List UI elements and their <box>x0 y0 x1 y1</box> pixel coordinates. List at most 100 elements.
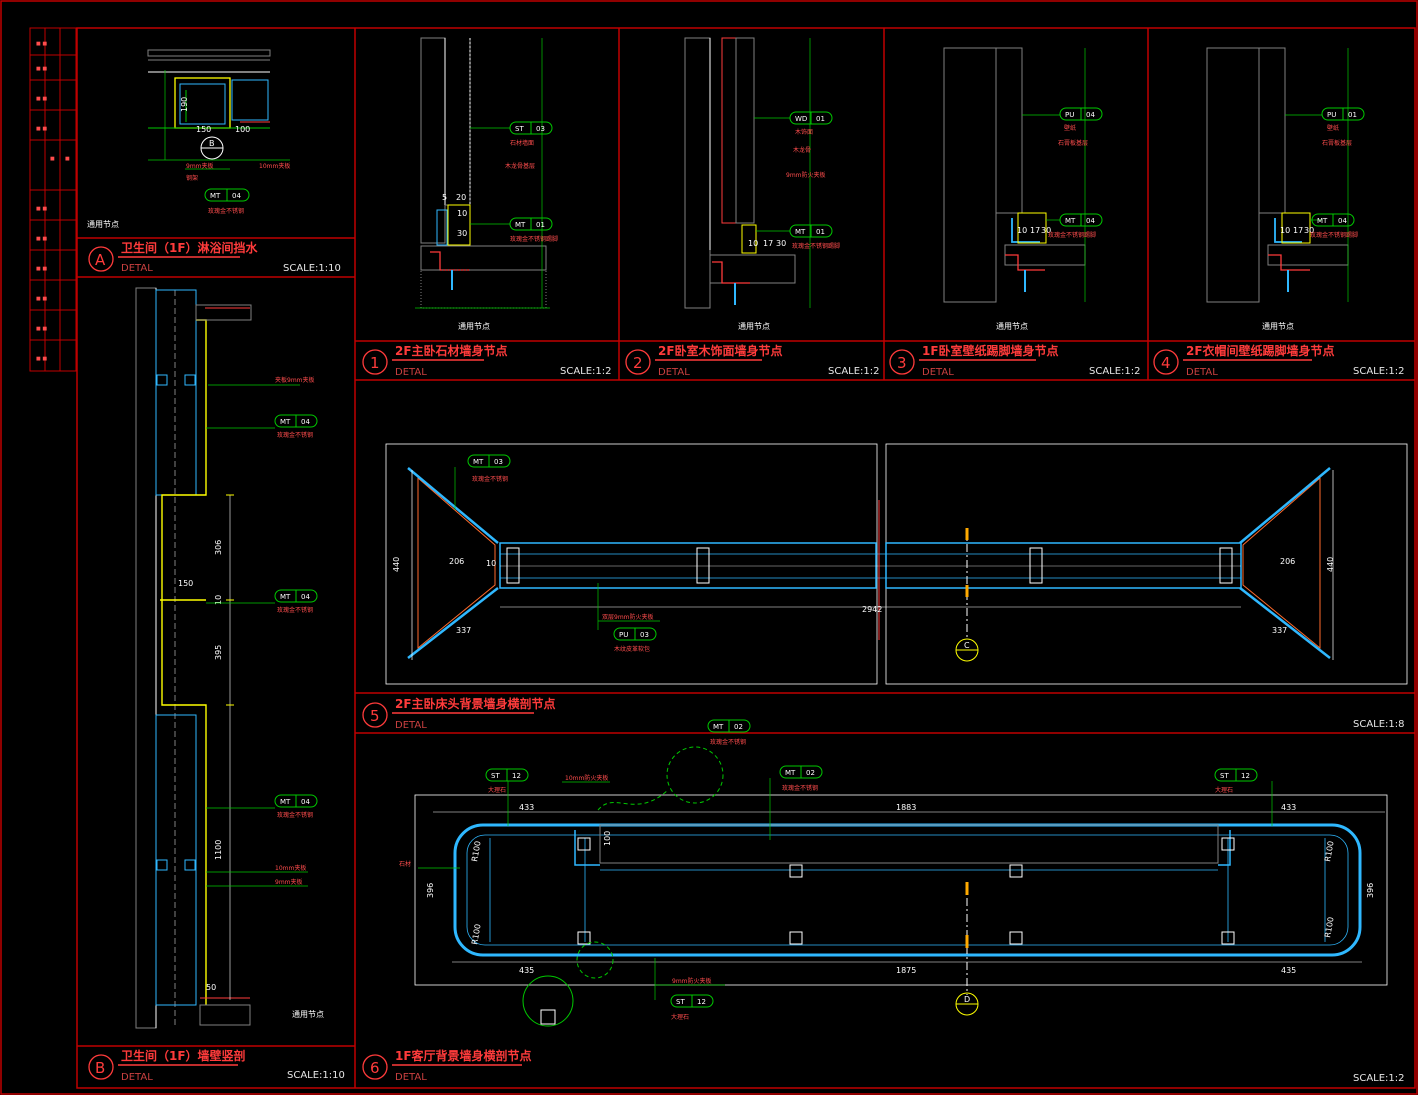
detail-label: DETAL <box>1186 367 1218 378</box>
svg-text:PU: PU <box>1065 111 1074 119</box>
title-block-6: 6 1F客厅背景墙身横剖节点 DETAL SCALE:1:2 <box>362 1048 1405 1084</box>
dimension-label: 337 <box>1272 626 1287 635</box>
svg-text:04: 04 <box>1086 111 1095 119</box>
dimension-label: 433 <box>1281 803 1296 812</box>
dimension-label: 2942 <box>862 605 882 614</box>
material-tag: MT 04 <box>274 794 318 808</box>
svg-text:■ ■: ■ ■ <box>36 356 47 362</box>
svg-text:MT: MT <box>280 798 291 806</box>
general-node-label: 通用节点 <box>292 1009 324 1019</box>
annotation-note: 石材 <box>399 860 411 868</box>
material-tag: PU 04 <box>1059 107 1103 121</box>
annotation-note: 木饰面 <box>795 128 813 136</box>
svg-text:01: 01 <box>816 115 825 123</box>
dimension-label: 396 <box>426 883 435 898</box>
svg-text:01: 01 <box>536 221 545 229</box>
dimension-label: R100 <box>470 923 482 945</box>
detail-scale: SCALE:1:10 <box>287 1070 345 1081</box>
annotation-note: 大理石 <box>488 786 506 794</box>
annotation-note: 9mm夹板 <box>186 162 214 170</box>
general-node-label: 通用节点 <box>87 219 119 229</box>
dimension-label: 10 <box>214 595 223 605</box>
detail-title: 卫生间（1F）墙壁竖剖 <box>121 1048 246 1063</box>
dimension-label: 50 <box>206 983 216 992</box>
svg-text:12: 12 <box>512 772 521 780</box>
general-node-label: 通用节点 <box>458 321 490 331</box>
dimension-label: 306 <box>214 540 223 555</box>
svg-text:MT: MT <box>1065 217 1076 225</box>
dimension-label: 17 <box>763 239 773 248</box>
svg-text:MT: MT <box>515 221 526 229</box>
detail-label: DETAL <box>658 367 690 378</box>
dimension-label: 30 <box>457 229 467 238</box>
dimension-label: 435 <box>1281 966 1296 975</box>
detail-title: 1F客厅背景墙身横剖节点 <box>395 1048 532 1063</box>
general-node-label: 通用节点 <box>996 321 1028 331</box>
title-block-4: 4 2F衣帽间壁纸踢脚墙身节点 DETAL SCALE:1:2 <box>1153 343 1405 378</box>
svg-text:03: 03 <box>640 631 649 639</box>
annotation-note: 玫瑰金不锈钢 <box>277 431 313 439</box>
detail-2-drawing: 10 17 30 WD 01 木饰面 木龙骨 9mm防火夹板 MT 01 玫瑰金… <box>684 37 840 309</box>
material-tag: MT 02 <box>779 765 823 779</box>
annotation-note: 9mm防火夹板 <box>672 977 712 985</box>
material-tag: MT 04 <box>1311 213 1355 227</box>
dimension-label: 1100 <box>214 840 223 860</box>
material-tag: MT 04 <box>204 188 250 202</box>
annotation-note: 玫瑰金不锈钢 <box>208 207 244 215</box>
general-node-label: 通用节点 <box>1262 321 1294 331</box>
dimension-label: 1883 <box>896 803 916 812</box>
detail-number: 1 <box>370 354 380 372</box>
annotation-note: 玫瑰金不锈钢 <box>277 606 313 614</box>
section-mark: C <box>964 641 970 650</box>
dimension-label: 10 <box>748 239 758 248</box>
dimension-label: 440 <box>1326 557 1335 572</box>
dimension-label: 10 <box>457 209 467 218</box>
material-tag: MT 04 <box>274 414 318 428</box>
svg-text:MT: MT <box>210 192 221 200</box>
dimension-label: 20 <box>456 193 466 202</box>
annotation-note: 玫瑰金不锈钢踢脚 <box>510 235 558 243</box>
svg-text:12: 12 <box>1241 772 1250 780</box>
detail-B-drawing: 306 150 10 395 1100 50 夹板9mm夹板 MT 04 玫瑰金… <box>135 287 318 1029</box>
dimension-label: 17 <box>1293 226 1303 235</box>
detail-6-drawing: D 433 1883 433 100 396 396 R100 R100 R10… <box>399 719 1388 1027</box>
detail-scale: SCALE:1:2 <box>1353 1073 1405 1084</box>
revision-strip-text: ■ ■■ ■■ ■ ■ ■■■ ■ ■■ ■■ ■ ■ ■■ ■■ ■ <box>36 41 70 362</box>
svg-text:03: 03 <box>536 125 545 133</box>
detail-3-drawing: 10 17 30 PU 04 壁纸 石膏板基层 MT 04 玫瑰金不锈钢踢脚 <box>943 47 1103 303</box>
detail-label: DETAL <box>395 367 427 378</box>
detail-number: 5 <box>370 707 380 725</box>
detail-label: DETAL <box>121 1072 153 1083</box>
dimension-label: 100 <box>235 125 250 134</box>
svg-text:■ ■: ■ ■ <box>36 206 47 212</box>
svg-text:■: ■ <box>50 156 55 162</box>
annotation-note: 石材墙面 <box>510 139 534 147</box>
dimension-label: 1875 <box>896 966 916 975</box>
dimension-label: R100 <box>470 840 482 862</box>
detail-scale: SCALE:1:8 <box>1353 719 1405 730</box>
dimension-label: 206 <box>1280 557 1295 566</box>
detail-4-drawing: 10 17 30 PU 01 壁纸 石膏板基层 MT 04 玫瑰金不锈钢踢脚 <box>1206 47 1365 303</box>
detail-1-drawing: 5 20 30 10 ST 03 石材墙面 木龙骨基层 MT 01 玫瑰金不锈钢… <box>415 37 558 309</box>
svg-text:WD: WD <box>795 115 807 123</box>
dimension-label: 10 <box>1017 226 1027 235</box>
annotation-note: 玫瑰金不锈钢踢脚 <box>1048 231 1096 239</box>
svg-text:■ ■: ■ ■ <box>36 126 47 132</box>
title-block-2: 2 2F卧室木饰面墙身节点 DETAL SCALE:1:2 <box>625 343 880 378</box>
svg-text:04: 04 <box>301 593 310 601</box>
annotation-note: 大理石 <box>1215 786 1233 794</box>
svg-text:ST: ST <box>1220 772 1229 780</box>
svg-text:MT: MT <box>713 723 724 731</box>
dimension-label: 395 <box>214 645 223 660</box>
detail-number: 6 <box>370 1059 380 1077</box>
title-block-B: B 卫生间（1F）墙壁竖剖 DETAL SCALE:1:10 <box>88 1048 345 1083</box>
detail-circle-A <box>88 246 114 272</box>
annotation-note: 10mm夹板 <box>259 162 290 170</box>
annotation-note: 9mm防火夹板 <box>786 171 826 179</box>
annotation-note: 玫瑰金不锈钢踢脚 <box>1310 231 1358 239</box>
svg-text:PU: PU <box>619 631 628 639</box>
annotation-note: 木龙骨基层 <box>505 162 535 170</box>
dimension-label: 435 <box>519 966 534 975</box>
detail-label: DETAL <box>395 720 427 731</box>
